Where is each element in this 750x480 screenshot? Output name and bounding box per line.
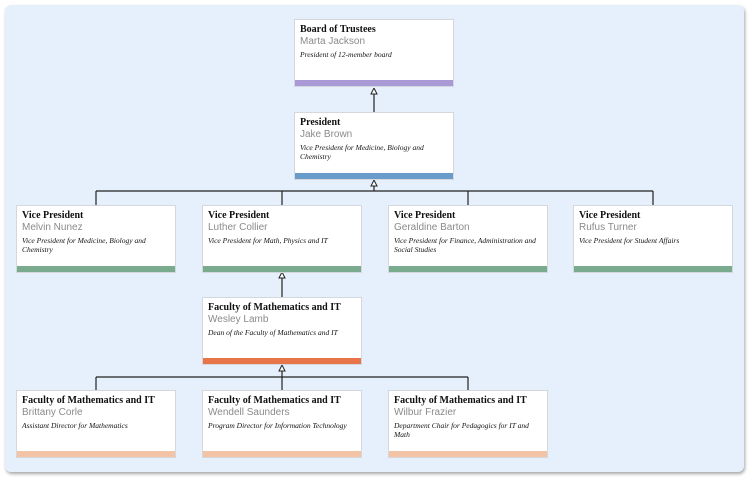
- connectors: [95, 5, 654, 390]
- node-description: Vice President for Medicine, Biology and…: [22, 236, 146, 254]
- node-person: Marta Jackson: [300, 36, 366, 47]
- node-color-bar: [203, 358, 361, 364]
- node-person: Rufus Turner: [579, 222, 637, 233]
- node-color-bar: [203, 266, 361, 272]
- node-title: Faculty of Mathematics and IT: [22, 395, 155, 406]
- node-person: Wesley Lamb: [208, 314, 269, 325]
- node-title: President: [300, 117, 341, 128]
- node-board-of-trustees[interactable]: Board of Trustees Marta Jackson Presiden…: [294, 19, 454, 87]
- node-color-bar: [389, 451, 547, 457]
- node-title: Board of Trustees: [300, 24, 376, 35]
- node-brittany-corle[interactable]: Faculty of Mathematics and IT Brittany C…: [16, 390, 176, 458]
- node-title: Faculty of Mathematics and IT: [208, 302, 341, 313]
- node-color-bar: [203, 451, 361, 457]
- node-color-bar: [295, 173, 453, 179]
- node-description: Vice President for Finance, Administrati…: [394, 236, 536, 254]
- node-description: Dean of the Faculty of Mathematics and I…: [208, 328, 338, 337]
- node-title: Vice President: [394, 210, 456, 221]
- node-president[interactable]: President Jake Brown Vice President for …: [294, 112, 454, 180]
- node-title: Faculty of Mathematics and IT: [394, 395, 527, 406]
- node-description: President of 12-member board: [300, 50, 392, 59]
- node-person: Brittany Corle: [22, 407, 83, 418]
- node-person: Luther Collier: [208, 222, 268, 233]
- node-description: Vice President for Math, Physics and IT: [208, 236, 328, 245]
- node-title: Vice President: [579, 210, 641, 221]
- node-person: Wilbur Frazier: [394, 407, 457, 418]
- node-vp-luther-collier[interactable]: Vice President Luther Collier Vice Presi…: [202, 205, 362, 273]
- node-color-bar: [389, 266, 547, 272]
- node-color-bar: [17, 266, 175, 272]
- node-dean-wesley-lamb[interactable]: Faculty of Mathematics and IT Wesley Lam…: [202, 297, 362, 365]
- node-title: Vice President: [22, 210, 84, 221]
- node-color-bar: [295, 80, 453, 86]
- node-vp-melvin-nunez[interactable]: Vice President Melvin Nunez Vice Preside…: [16, 205, 176, 273]
- node-wendell-saunders[interactable]: Faculty of Mathematics and IT Wendell Sa…: [202, 390, 362, 458]
- node-description: Assistant Director for Mathematics: [22, 421, 128, 430]
- node-description: Vice President for Medicine, Biology and…: [300, 143, 424, 161]
- node-title: Faculty of Mathematics and IT: [208, 395, 341, 406]
- node-person: Wendell Saunders: [208, 407, 290, 418]
- node-person: Melvin Nunez: [22, 222, 83, 233]
- node-person: Jake Brown: [300, 129, 353, 140]
- node-description: Vice President for Student Affairs: [579, 236, 680, 245]
- org-chart-canvas: Board of Trustees Marta Jackson Presiden…: [5, 5, 744, 472]
- node-color-bar: [17, 451, 175, 457]
- node-title: Vice President: [208, 210, 270, 221]
- node-description: Department Chair for Pedagogics for IT a…: [394, 421, 529, 439]
- node-vp-rufus-turner[interactable]: Vice President Rufus Turner Vice Preside…: [573, 205, 733, 273]
- node-vp-geraldine-barton[interactable]: Vice President Geraldine Barton Vice Pre…: [388, 205, 548, 273]
- node-color-bar: [574, 266, 732, 272]
- node-wilbur-frazier[interactable]: Faculty of Mathematics and IT Wilbur Fra…: [388, 390, 548, 458]
- node-person: Geraldine Barton: [394, 222, 470, 233]
- node-description: Program Director for Information Technol…: [208, 421, 347, 430]
